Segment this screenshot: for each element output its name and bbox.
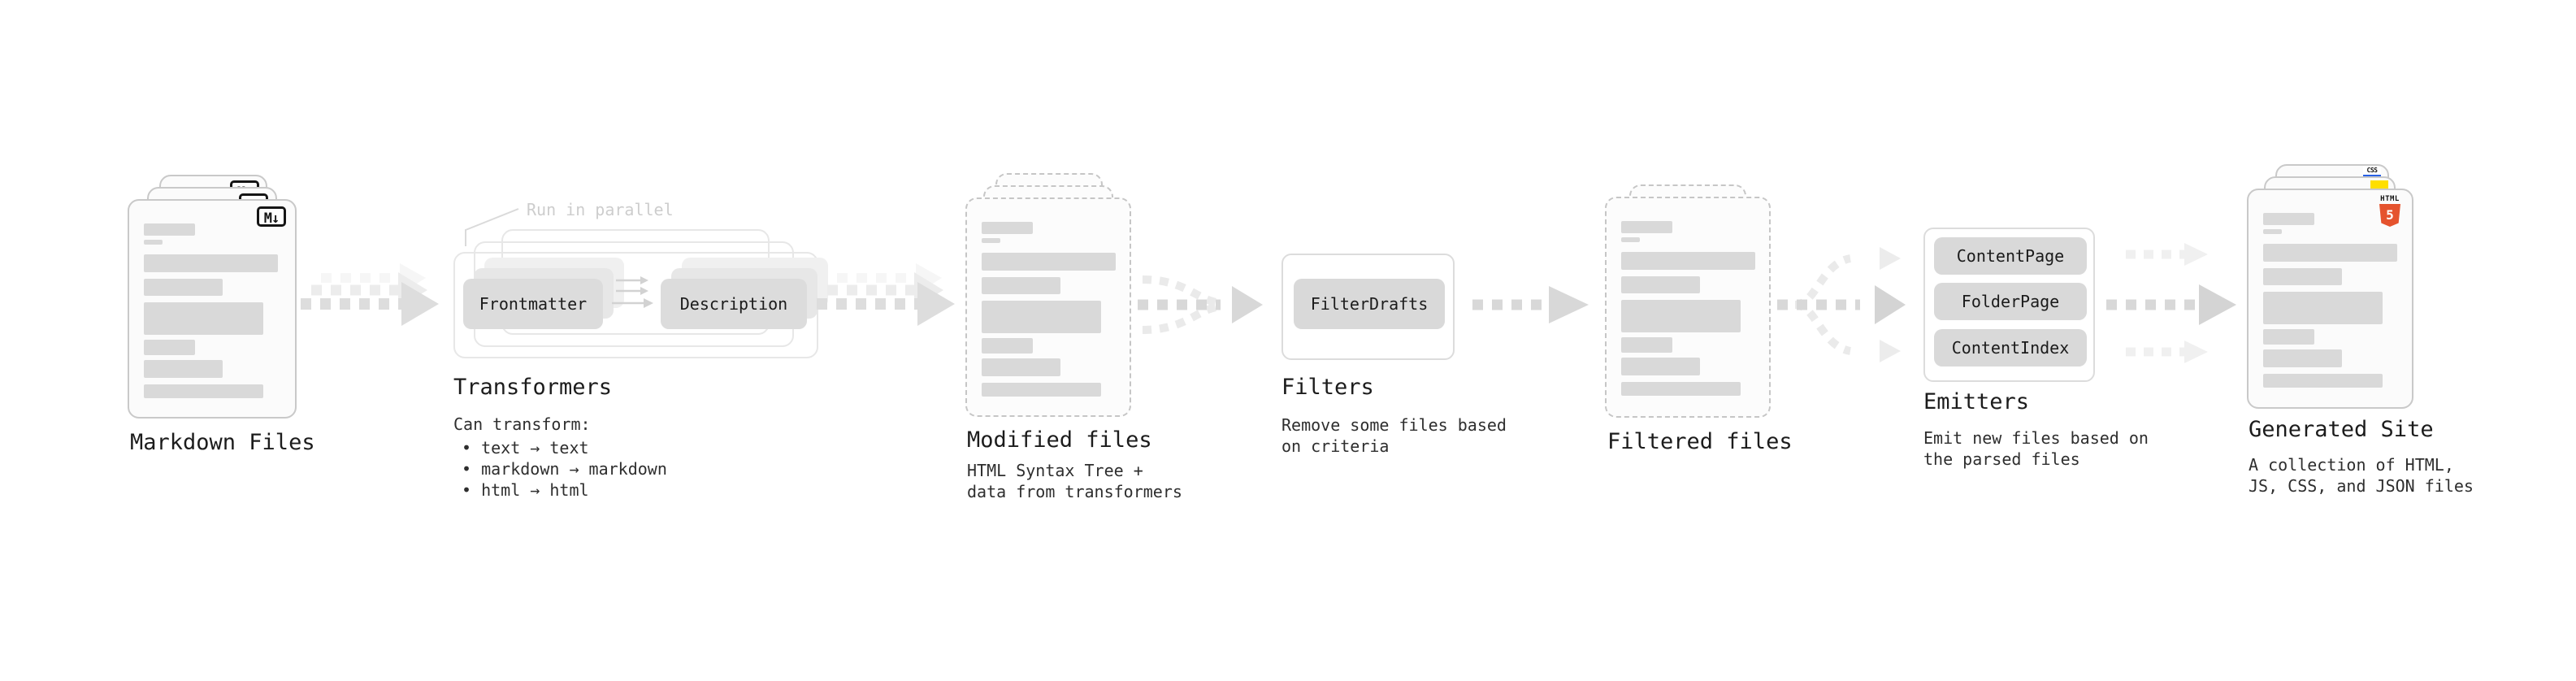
html5-icon-word: HTML bbox=[2380, 195, 2400, 203]
placeholder-bar bbox=[1621, 358, 1700, 375]
html5-icon-number: 5 bbox=[2386, 207, 2394, 223]
modified-files-desc: data from transformers bbox=[967, 482, 1182, 501]
html5-icon: HTML 5 bbox=[2375, 195, 2405, 227]
placeholder-bar bbox=[2263, 244, 2397, 262]
placeholder-bar bbox=[144, 360, 223, 378]
transformers-bullet: • markdown → markdown bbox=[462, 459, 667, 479]
placeholder-bar bbox=[144, 302, 263, 335]
placeholder-bar bbox=[982, 222, 1033, 234]
arrow-transformers-to-modified bbox=[817, 263, 955, 326]
placeholder-bar bbox=[982, 238, 1000, 243]
placeholder-bar bbox=[2263, 292, 2383, 324]
emitter-contentindex-box: ContentIndex bbox=[1934, 329, 2087, 367]
transformer-inner-arrows bbox=[612, 276, 653, 308]
arrow-filters-to-filtered bbox=[1472, 286, 1589, 323]
placeholder-bar bbox=[1621, 382, 1741, 396]
placeholder-bar bbox=[1621, 252, 1755, 270]
placeholder-bar bbox=[982, 383, 1101, 397]
placeholder-bar bbox=[2263, 349, 2342, 367]
placeholder-bar bbox=[982, 338, 1033, 354]
filterdrafts-box: FilterDrafts bbox=[1294, 279, 1445, 329]
filters-desc: Remove some files based bbox=[1281, 415, 1507, 435]
placeholder-bar bbox=[1621, 237, 1640, 242]
emitters-desc: the parsed files bbox=[1923, 449, 2080, 469]
filtered-files-stack bbox=[1605, 184, 1771, 420]
transformers-intro: Can transform: bbox=[453, 414, 591, 434]
placeholder-bar bbox=[144, 384, 263, 398]
description-box: Description bbox=[661, 279, 807, 329]
placeholder-bar bbox=[982, 253, 1116, 271]
arrow-markdown-to-transformers bbox=[301, 263, 439, 326]
transformers-bullet: • text → text bbox=[462, 438, 589, 458]
placeholder-bar bbox=[1621, 276, 1700, 293]
placeholder-bar bbox=[2263, 213, 2314, 225]
placeholder-bar bbox=[2263, 229, 2282, 234]
file-card bbox=[965, 197, 1131, 417]
filters-desc: on criteria bbox=[1281, 436, 1390, 456]
placeholder-bar bbox=[144, 279, 223, 296]
generated-site-desc: JS, CSS, and JSON files bbox=[2249, 476, 2474, 496]
placeholder-bar bbox=[2263, 268, 2342, 285]
run-in-parallel-note: Run in parallel bbox=[527, 200, 674, 219]
filters-label: Filters bbox=[1281, 375, 1374, 400]
placeholder-bar bbox=[1621, 300, 1741, 332]
arrow-filtered-to-emitters-fanout bbox=[1777, 247, 1906, 362]
placeholder-bar bbox=[144, 254, 278, 272]
modified-files-desc: HTML Syntax Tree + bbox=[967, 461, 1143, 480]
placeholder-bar bbox=[2263, 374, 2383, 388]
file-card bbox=[1605, 197, 1771, 418]
emitters-label: Emitters bbox=[1923, 389, 2030, 414]
placeholder-bar bbox=[1621, 221, 1672, 233]
placeholder-bar bbox=[1621, 337, 1672, 353]
emitter-folderpage-box: FolderPage bbox=[1934, 283, 2087, 320]
arrow-modified-to-filters-merge bbox=[1138, 275, 1263, 334]
run-in-parallel-callout-line bbox=[465, 208, 519, 246]
arrows-emitters-to-generated bbox=[2106, 243, 2236, 363]
file-card: HTML 5 bbox=[2247, 189, 2413, 409]
modified-files-label: Modified files bbox=[967, 427, 1152, 453]
placeholder-bar bbox=[2263, 329, 2314, 345]
placeholder-bar bbox=[144, 240, 163, 245]
file-card: M↓ bbox=[128, 199, 297, 419]
placeholder-bar bbox=[144, 340, 195, 355]
html5-icon-shield: 5 bbox=[2379, 204, 2400, 227]
markdown-file-icon: M↓ bbox=[257, 206, 286, 227]
generated-site-stack: CSS HTML 5 bbox=[2247, 164, 2413, 409]
generated-site-desc: A collection of HTML, bbox=[2249, 455, 2454, 475]
frontmatter-box: Frontmatter bbox=[463, 279, 603, 329]
emitter-contentpage-box: ContentPage bbox=[1934, 237, 2087, 275]
markdown-files-stack: M↓ M↓ M↓ bbox=[128, 175, 297, 419]
filtered-files-label: Filtered files bbox=[1607, 429, 1793, 454]
emitters-desc: Emit new files based on bbox=[1923, 428, 2149, 448]
transformers-heading: Transformers bbox=[453, 375, 613, 400]
placeholder-bar bbox=[982, 358, 1060, 376]
modified-files-stack bbox=[965, 173, 1131, 417]
placeholder-bar bbox=[144, 223, 195, 236]
placeholder-bar bbox=[982, 277, 1060, 294]
transformers-bullet: • html → html bbox=[462, 480, 589, 500]
markdown-files-label: Markdown Files bbox=[130, 430, 315, 455]
generated-site-label: Generated Site bbox=[2249, 417, 2434, 442]
placeholder-bar bbox=[982, 301, 1101, 333]
